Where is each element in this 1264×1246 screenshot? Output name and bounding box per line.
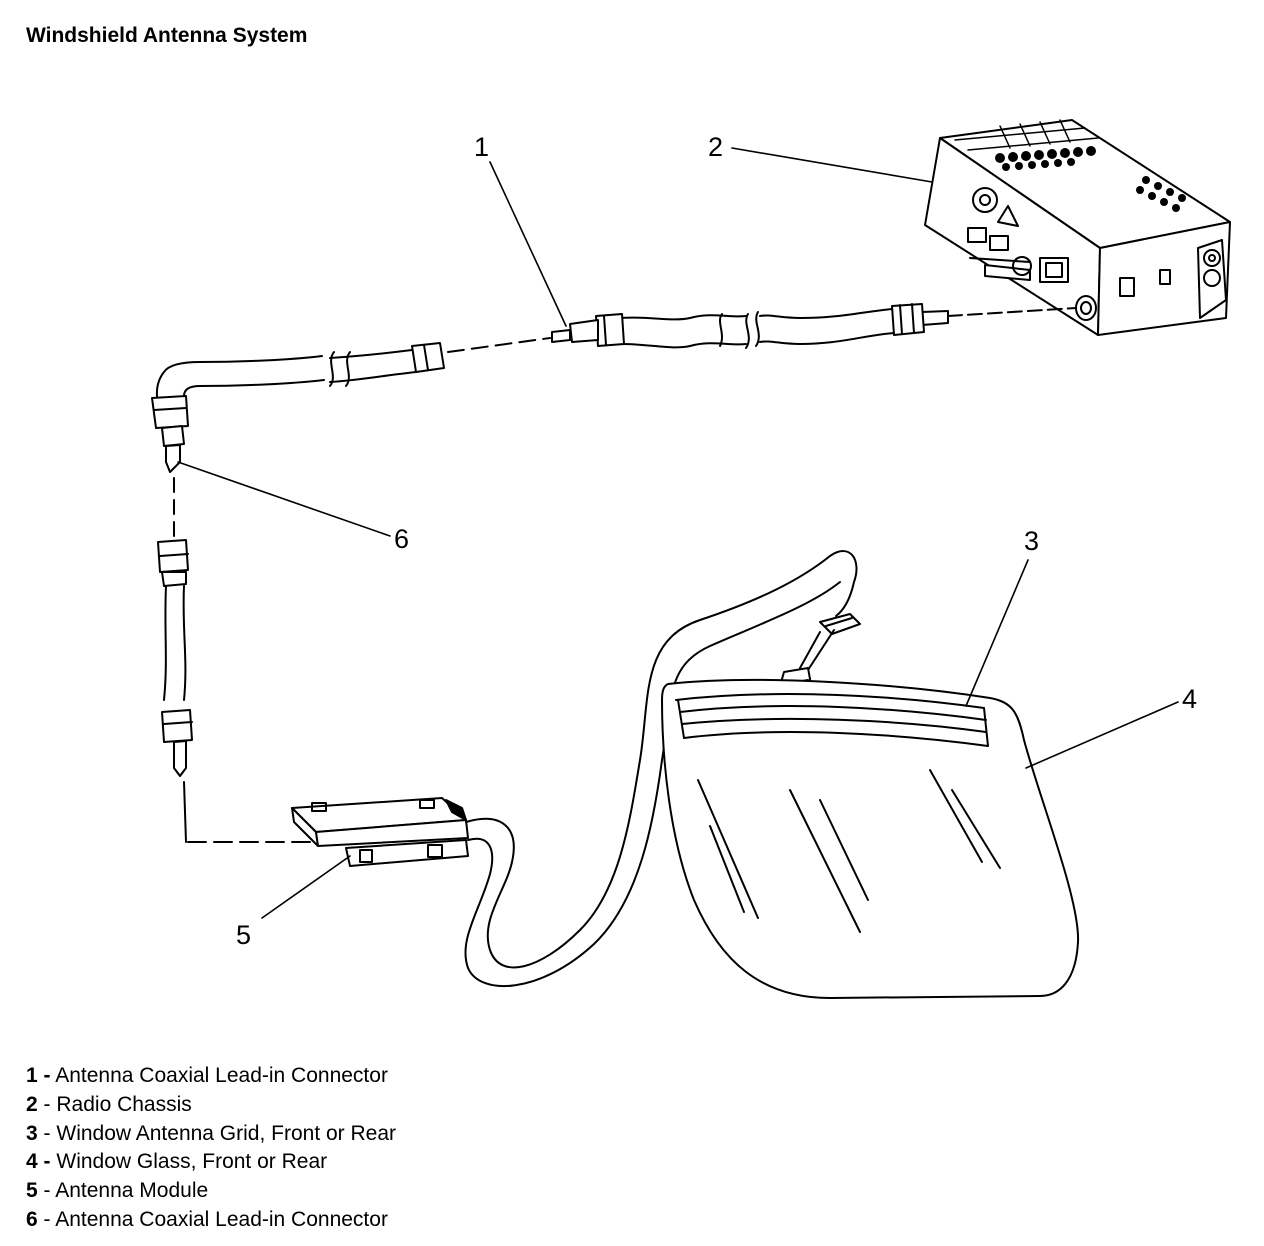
legend-separator: -	[43, 1150, 51, 1174]
legend-text: Window Antenna Grid, Front or Rear	[56, 1121, 397, 1145]
legend-item: 1 - Antenna Coaxial Lead-in Connector	[26, 1062, 396, 1091]
legend-text: Antenna Module	[55, 1179, 209, 1203]
legend-item: 2 - Radio Chassis	[26, 1091, 396, 1120]
legend-text: Window Glass, Front or Rear	[56, 1150, 328, 1174]
callout-5: 5	[236, 920, 251, 950]
leader-lines	[177, 147, 1179, 919]
legend-text: Radio Chassis	[56, 1092, 192, 1116]
upper-coax-cable	[151, 303, 1077, 541]
legend-number: 1	[26, 1064, 38, 1087]
legend-number: 5	[26, 1179, 38, 1203]
legend-number: 6	[26, 1207, 38, 1231]
legend-separator: -	[43, 1092, 51, 1116]
legend-separator: -	[43, 1207, 51, 1231]
legend-item: 5 - Antenna Module	[26, 1177, 396, 1206]
legend-separator: -	[43, 1121, 51, 1145]
callout-3: 3	[1024, 526, 1039, 556]
leader-line-6	[177, 461, 391, 537]
leader-line-4	[1025, 701, 1179, 769]
leader-line-1	[489, 161, 567, 327]
callout-1: 1	[474, 132, 489, 162]
legend-number: 4	[26, 1150, 38, 1174]
callout-4: 4	[1182, 684, 1197, 714]
legend-number: 3	[26, 1121, 38, 1145]
callout-6: 6	[394, 524, 409, 554]
legend-item: 4 - Window Glass, Front or Rear	[26, 1148, 396, 1177]
legend-text: Antenna Coaxial Lead-in Connector	[55, 1207, 388, 1231]
window-glass	[661, 678, 1080, 999]
legend-item: 3 - Window Antenna Grid, Front or Rear	[26, 1120, 396, 1149]
leader-line-3	[965, 559, 1029, 707]
legend-separator: -	[43, 1179, 51, 1203]
diagram-title: Windshield Antenna System	[26, 24, 308, 47]
legend-number: 2	[26, 1092, 38, 1116]
legend-separator: -	[43, 1064, 51, 1087]
radio-chassis	[924, 119, 1231, 336]
leader-line-2	[731, 147, 933, 183]
parts-legend: 1 - Antenna Coaxial Lead-in Connector 2 …	[26, 1062, 396, 1235]
lower-coax-cable	[157, 539, 319, 843]
leader-line-5	[261, 855, 351, 919]
legend-text: Antenna Coaxial Lead-in Connector	[55, 1064, 388, 1087]
antenna-module	[291, 797, 469, 867]
callout-2: 2	[708, 132, 723, 162]
legend-item: 6 - Antenna Coaxial Lead-in Connector	[26, 1206, 396, 1235]
